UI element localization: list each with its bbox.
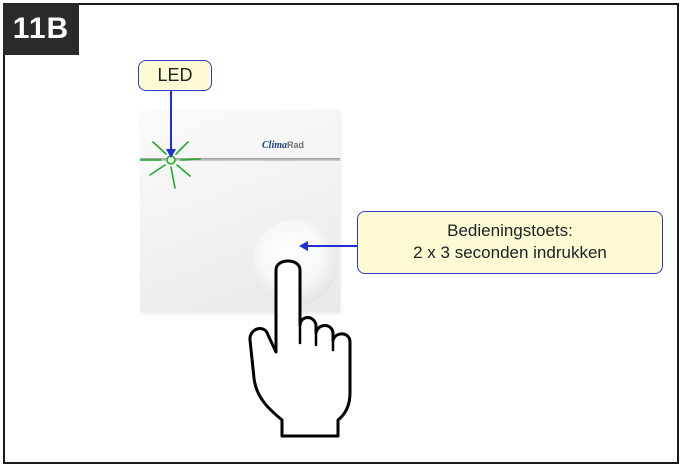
control-key-callout: Bedieningstoets: 2 x 3 seconden indrukke… [357,211,663,274]
led-pointer-arrow [166,91,176,158]
brand-logo-suffix: Rad [287,140,305,150]
brand-logo: ClimaRad [262,140,304,154]
brand-logo-script: Clima [262,140,288,151]
step-label: 11B [3,3,79,55]
pointing-hand-icon [248,259,352,438]
control-key-instruction: 2 x 3 seconden indrukken [413,243,607,262]
led-callout: LED [138,60,212,91]
button-pointer-arrow [299,241,357,251]
device-stripe [140,158,340,161]
control-key-title: Bedieningstoets: [447,221,573,240]
led-callout-text: LED [157,65,193,85]
led-glow-icon [140,141,201,189]
